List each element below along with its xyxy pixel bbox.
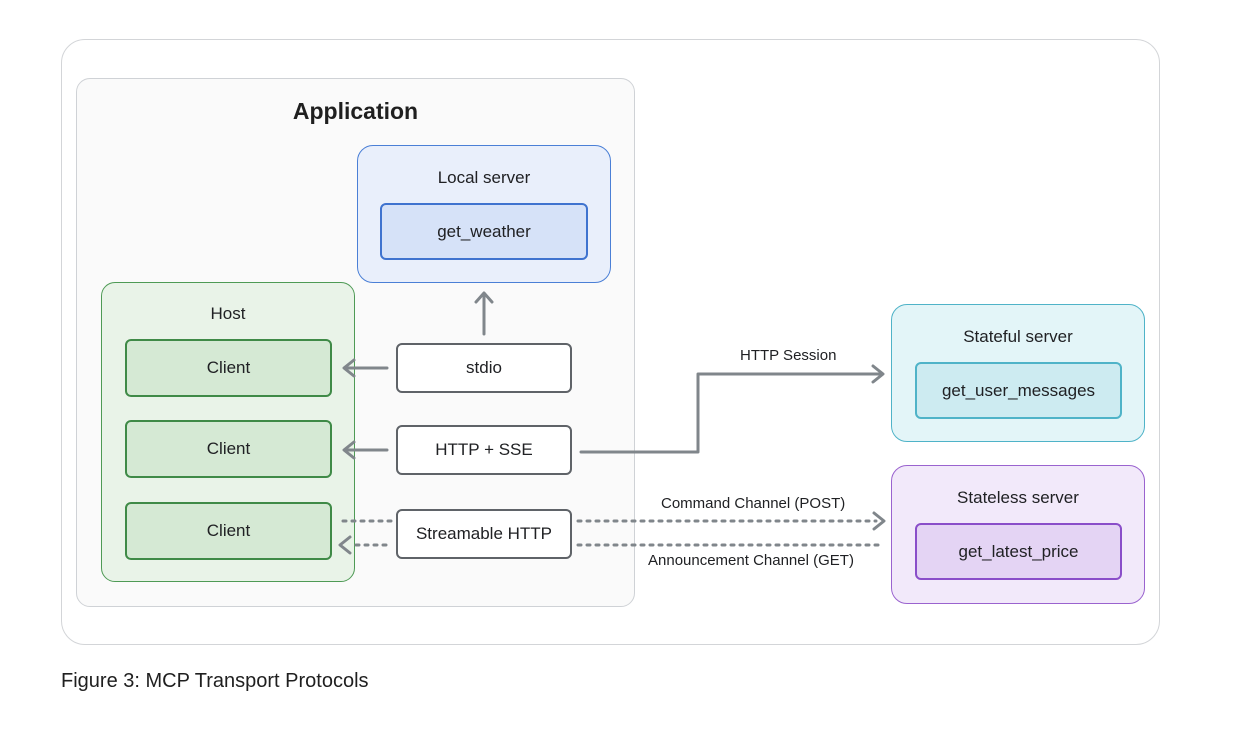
label-command-channel: Command Channel (POST) bbox=[661, 495, 846, 512]
stateful-server-label: Stateful server bbox=[963, 327, 1073, 346]
transport-stdio: stdio bbox=[396, 343, 572, 393]
figure-caption: Figure 3: MCP Transport Protocols bbox=[61, 670, 369, 692]
tool-get-user-messages: get_user_messages bbox=[915, 362, 1122, 419]
client-box-2: Client bbox=[125, 420, 332, 478]
tool-get-weather: get_weather bbox=[380, 203, 588, 260]
arrow-http-session bbox=[579, 372, 884, 454]
arrowhead-command bbox=[872, 511, 886, 531]
tool-get-latest-price: get_latest_price bbox=[915, 523, 1122, 580]
label-http-session: HTTP Session bbox=[740, 347, 837, 364]
local-server-box: Local server get_weather bbox=[357, 145, 611, 283]
host-box: Host Client Client Client bbox=[101, 282, 355, 582]
arrowhead-stdio-to-local bbox=[474, 291, 494, 304]
arrowhead-sse-to-client bbox=[342, 440, 356, 460]
client-box-1: Client bbox=[125, 339, 332, 397]
stateless-server-label: Stateless server bbox=[957, 488, 1079, 507]
arrowhead-stdio-to-client bbox=[342, 358, 356, 378]
client-box-3: Client bbox=[125, 502, 332, 560]
transport-http-sse: HTTP + SSE bbox=[396, 425, 572, 475]
arrowhead-http-session bbox=[871, 364, 885, 384]
application-title: Application bbox=[292, 98, 419, 124]
transport-streamable-http: Streamable HTTP bbox=[396, 509, 572, 559]
stateful-server-box: Stateful server get_user_messages bbox=[891, 304, 1145, 442]
host-label: Host bbox=[210, 304, 246, 323]
label-announcement-channel: Announcement Channel (GET) bbox=[648, 552, 854, 569]
local-server-label: Local server bbox=[437, 168, 531, 187]
stateless-server-box: Stateless server get_latest_price bbox=[891, 465, 1145, 604]
arrowhead-announce bbox=[338, 535, 352, 555]
